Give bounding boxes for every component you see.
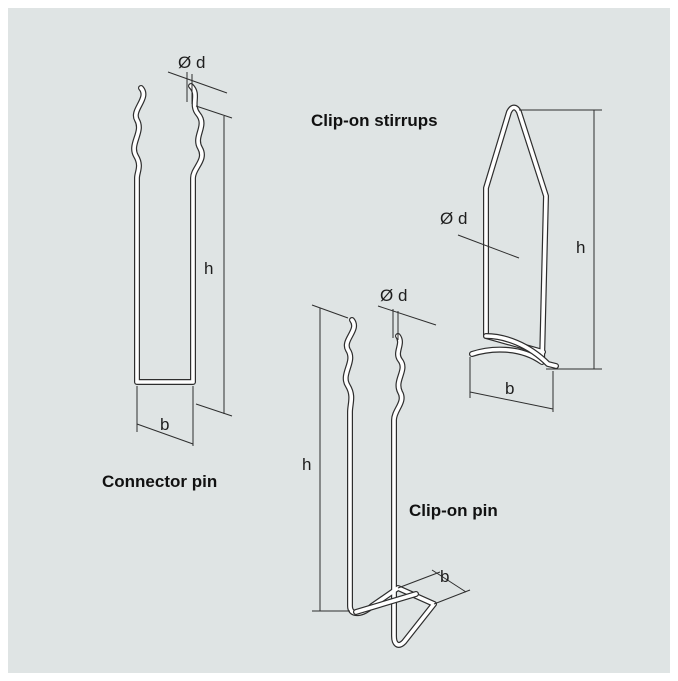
- connector-height-ext-top: [195, 105, 233, 119]
- connector-pin-dimensions: Ø d h b: [136, 53, 233, 446]
- stirrups-diameter-label: Ø d: [440, 209, 467, 228]
- clip-on-pin-cross-wire: [354, 592, 418, 614]
- clip-on-stirrups-dimensions: Ø d h b: [440, 109, 602, 412]
- connector-width-line: [136, 423, 194, 445]
- clip-on-stirrups-wire: [470, 105, 548, 364]
- connector-height-ext-bottom: [195, 403, 233, 417]
- pin-height-label: h: [302, 455, 311, 474]
- connector-diameter-line: [167, 71, 228, 94]
- stirrups-width-label: b: [505, 379, 514, 398]
- clip-on-pin-label: Clip-on pin: [409, 501, 498, 520]
- connector-width-label: b: [160, 415, 169, 434]
- clip-on-stirrups-foot: [484, 334, 558, 368]
- clip-on-stirrups-label: Clip-on stirrups: [311, 111, 438, 130]
- diagram-background: [8, 8, 670, 673]
- clip-on-pin-drawing: [342, 317, 437, 648]
- pin-width-ext-right: [433, 589, 471, 605]
- stirrups-diameter-line: [457, 234, 520, 259]
- connector-pin-drawing: [131, 83, 205, 385]
- connector-pin-wire: [132, 84, 204, 384]
- connector-pin-label: Connector pin: [102, 472, 217, 491]
- connector-height-label: h: [204, 259, 213, 278]
- pin-diameter-label: Ø d: [380, 286, 407, 305]
- clip-on-stirrups-drawing: [469, 104, 559, 369]
- clip-on-pin-dimensions: Ø d h b: [302, 286, 471, 612]
- pin-width-label: b: [440, 567, 449, 586]
- pin-width-ext-left: [397, 571, 441, 589]
- stirrups-width-line: [469, 391, 554, 410]
- pin-diameter-line: [377, 305, 437, 326]
- pin-height-ext-top: [311, 304, 349, 319]
- stirrups-height-label: h: [576, 238, 585, 257]
- connector-diameter-label: Ø d: [178, 53, 205, 72]
- pin-width-line: [431, 569, 467, 593]
